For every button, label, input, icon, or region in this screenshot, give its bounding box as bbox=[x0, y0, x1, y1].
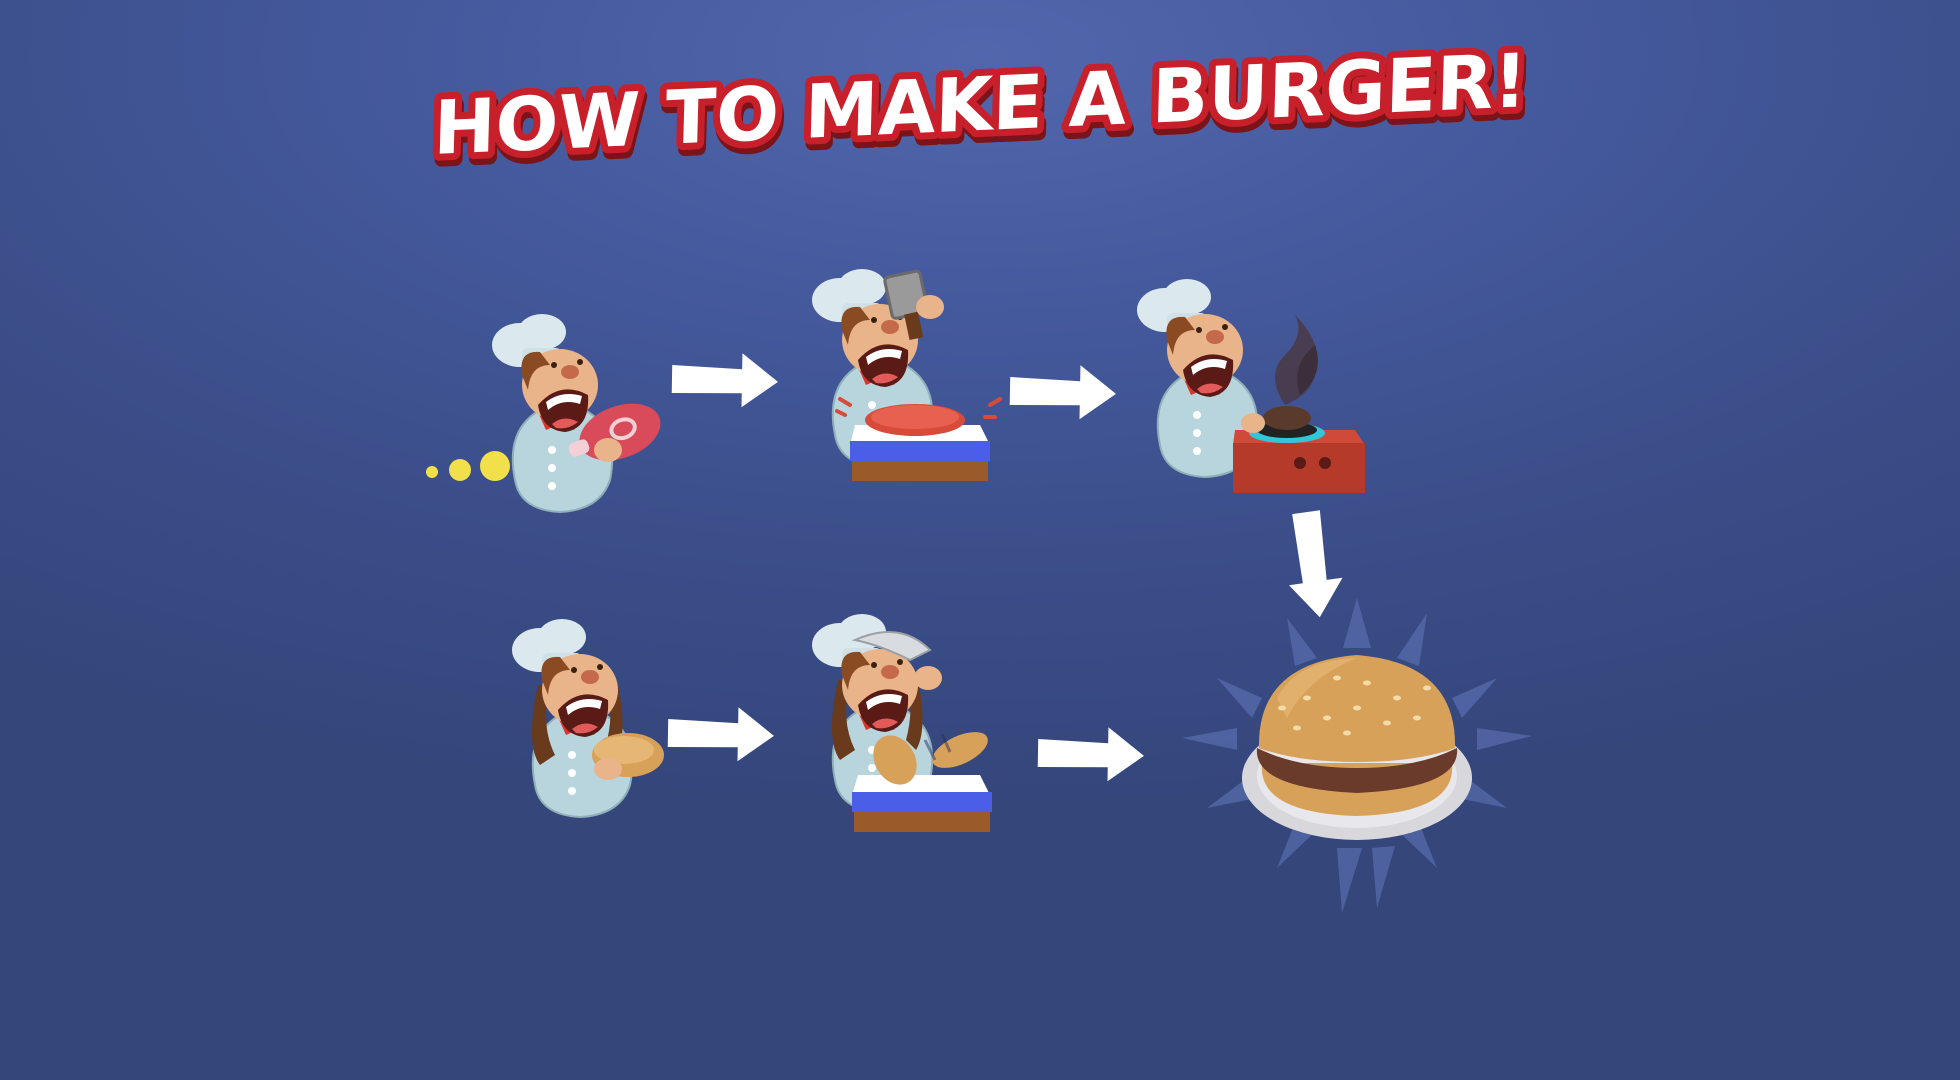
arrow-step3-to-burger bbox=[1279, 508, 1348, 621]
chef-holding-bun-icon bbox=[512, 619, 664, 818]
chef-hammering-patty-icon bbox=[812, 269, 1002, 481]
arrow-step5-to-burger bbox=[1037, 726, 1145, 782]
chef-cooking-on-stove-icon bbox=[1137, 279, 1365, 493]
chef-slicing-bun-icon bbox=[812, 614, 992, 832]
arrow-step4-to-step5 bbox=[667, 706, 775, 762]
chef-holding-meat-icon bbox=[426, 314, 661, 513]
arrow-step2-to-step3 bbox=[1009, 364, 1117, 420]
burger-on-plate-icon bbox=[1182, 598, 1532, 913]
title-banner: HOW TO MAKE A BURGER! HOW TO MAKE A BURG… bbox=[426, 31, 1537, 185]
arrow-step1-to-step2 bbox=[671, 352, 779, 408]
